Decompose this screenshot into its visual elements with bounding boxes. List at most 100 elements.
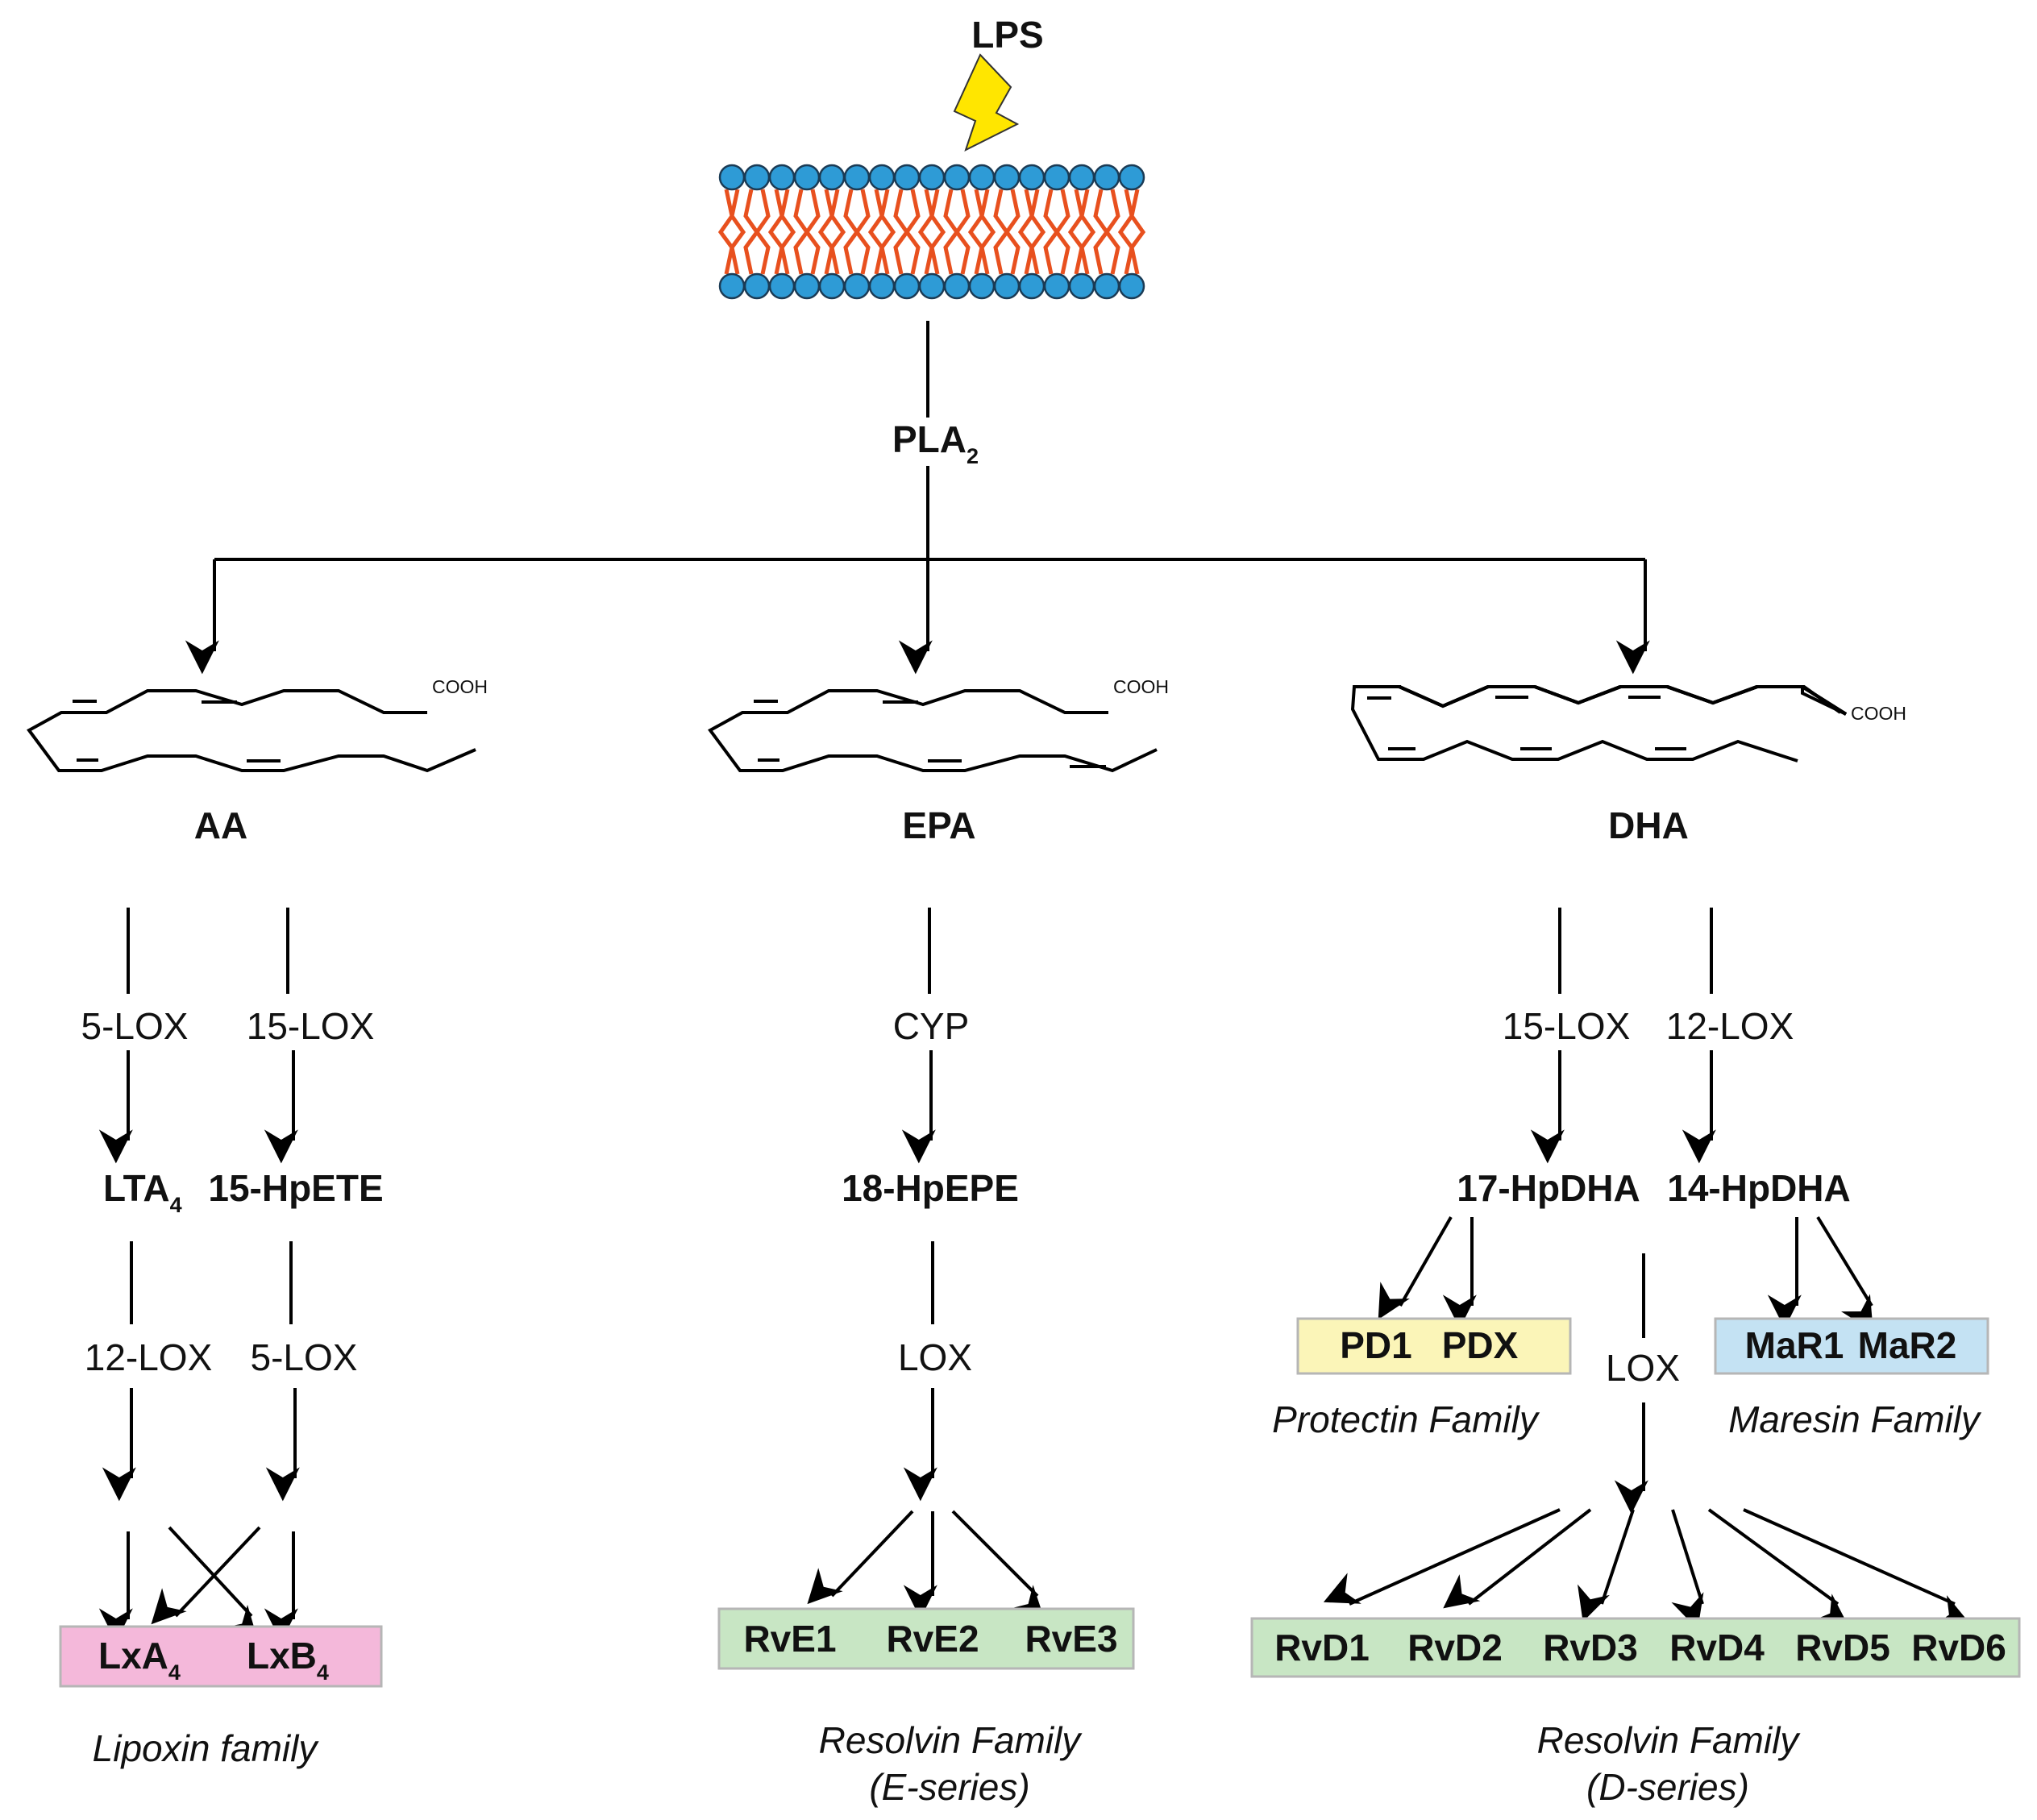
lta4-label: LTA4 [103, 1167, 182, 1217]
mar1-label: MaR1 [1745, 1324, 1844, 1366]
phospholipid-head [893, 164, 921, 191]
pd1-label: PD1 [1340, 1324, 1411, 1366]
lipid-tail [904, 189, 921, 275]
18-hpepe-label: 18-HpEPE [842, 1167, 1019, 1209]
phospholipid-head [1043, 164, 1070, 191]
d-series-box [1250, 1617, 2021, 1678]
lipid-tail [767, 189, 784, 275]
cyp-label: CYP [893, 1005, 970, 1047]
lipid-tail [1054, 189, 1070, 275]
lps-label: LPS [971, 14, 1043, 56]
phospholipid-head [918, 164, 946, 191]
mar2-label: MaR2 [1858, 1324, 1957, 1366]
dha-12lox-label: 12-LOX [1666, 1005, 1794, 1047]
aa-cooh-label: COOH [432, 676, 488, 697]
lipid-tail [730, 189, 746, 275]
phospholipid-head [968, 272, 996, 300]
e-series-family-line1: Resolvin Family [819, 1719, 1083, 1761]
rvd6-label: RvD6 [1911, 1627, 2006, 1668]
lipid-tail [979, 189, 996, 275]
lipid-tail [917, 189, 934, 275]
lipid-tail [1029, 189, 1046, 275]
phospholipid-head [993, 164, 1021, 191]
protectin-family-label: Protectin Family [1272, 1398, 1540, 1440]
lipid-tail [779, 189, 796, 275]
lipid-tail [1004, 189, 1021, 275]
phospholipid-head [768, 272, 796, 300]
lipid-tail [1079, 189, 1096, 275]
lipid-tail [1104, 189, 1120, 275]
lipoxin-family-label: Lipoxin family [93, 1727, 320, 1769]
phospholipid-head [843, 164, 871, 191]
arrow-to-rve3 [951, 1510, 1046, 1621]
phospholipid-head [793, 272, 821, 300]
lps-trigger: LPS [953, 14, 1044, 152]
aa-5lox-2-label: 5-LOX [251, 1336, 358, 1378]
rve2-label: RvE2 [886, 1618, 979, 1660]
rvd2-label: RvD2 [1407, 1627, 1503, 1668]
phospholipid-head [1093, 272, 1120, 300]
phospholipid-head [868, 272, 896, 300]
lipid-tail [967, 189, 984, 275]
pla2-label: PLA2 [892, 418, 979, 468]
phospholipid-head [1093, 164, 1120, 191]
phospholipid-head [918, 272, 946, 300]
phospholipid-head [968, 164, 996, 191]
phospholipid-head [768, 164, 796, 191]
lxb4-label: LxB4 [247, 1635, 329, 1685]
phospholipid-head [893, 272, 921, 300]
phospholipid-head [793, 164, 821, 191]
pdx-label: PDX [1442, 1324, 1519, 1366]
epa-branch [807, 908, 1046, 1621]
arrow-to-rvd3 [1578, 1509, 1635, 1623]
aa-15lox-label: 15-LOX [247, 1005, 375, 1047]
lipid-tail [804, 189, 821, 275]
arrow-to-rvd5 [1707, 1508, 1849, 1627]
rve1-label: RvE1 [743, 1618, 836, 1660]
dha-structure-full: COOH [1350, 685, 1906, 762]
arrow-to-rve1 [807, 1510, 914, 1605]
dha-label: DHA [1608, 804, 1689, 846]
phospholipid-head [718, 272, 746, 300]
phospholipid-head [718, 164, 746, 191]
lipid-tail [854, 189, 871, 275]
lxa4-label: LxA4 [98, 1635, 181, 1685]
rvd3-label: RvD3 [1543, 1627, 1638, 1668]
phospholipid-head [993, 272, 1021, 300]
rvd1-label: RvD1 [1274, 1627, 1370, 1668]
15-hpete-label: 15-HpETE [208, 1167, 383, 1209]
lipid-tail [867, 189, 884, 275]
aa-label: AA [194, 804, 247, 846]
d-series-family-line1: Resolvin Family [1537, 1719, 1802, 1761]
membrane-lipid-tails [717, 189, 1146, 275]
rvd4-label: RvD4 [1669, 1627, 1765, 1668]
e-series-family-line2: (E-series) [869, 1766, 1029, 1808]
dha-15lox-label: 15-LOX [1503, 1005, 1631, 1047]
lipid-tail [754, 189, 771, 275]
dha-branch [1323, 908, 1971, 1630]
epa-cooh-label: COOH [1113, 676, 1169, 697]
lightning-bolt-icon [953, 53, 1020, 152]
aa-structure: COOH [27, 676, 488, 773]
lipid-tail [717, 189, 734, 275]
d-series-family-line2: (D-series) [1586, 1766, 1749, 1808]
phospholipid-head [743, 164, 771, 191]
arrow-to-mar2 [1816, 1215, 1873, 1332]
arrow-to-pd1 [1378, 1216, 1453, 1320]
phospholipid-head [1068, 164, 1095, 191]
membrane-phospholipid-heads [718, 164, 1145, 300]
phospholipid-head [818, 272, 846, 300]
phospholipid-head [843, 272, 871, 300]
aa-12lox-label: 12-LOX [85, 1336, 213, 1378]
rvd5-label: RvD5 [1795, 1627, 1890, 1668]
phospholipid-head [943, 272, 971, 300]
phospholipid-head [1118, 164, 1145, 191]
phospholipid-head [743, 272, 771, 300]
lipid-tail [1117, 189, 1134, 275]
lipid-tail [1017, 189, 1034, 275]
lipid-tail [817, 189, 834, 275]
lipid-tail [879, 189, 896, 275]
protectin-box [1296, 1317, 1572, 1375]
epa-structure: COOH [708, 676, 1169, 773]
lipid-tail [829, 189, 846, 275]
